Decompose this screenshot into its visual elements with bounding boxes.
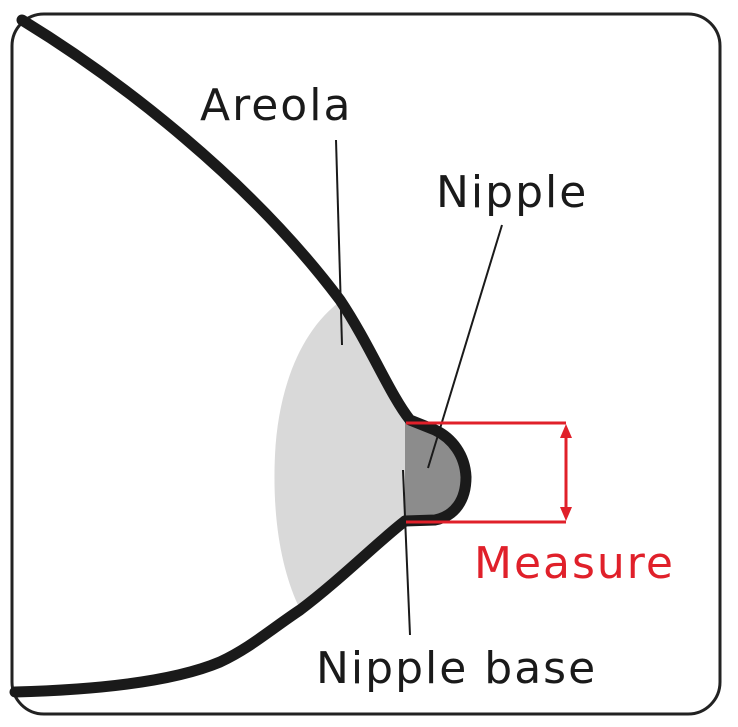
areola-leader-line — [335, 139, 343, 346]
nipple-label: Nipple — [436, 167, 588, 218]
breast-outline-upper — [16, 14, 472, 527]
measure-label: Measure — [474, 538, 675, 589]
areola-label: Areola — [200, 80, 352, 131]
areola-region — [274, 300, 405, 605]
nipple-base-leader-line — [402, 469, 411, 636]
nipple-base-label: Nipple base — [316, 643, 597, 694]
nipple-leader-line — [427, 224, 503, 469]
breast-outline-lower — [9, 515, 411, 698]
measure-arrowhead-down — [560, 507, 572, 521]
measure-arrowhead-up — [560, 424, 572, 438]
